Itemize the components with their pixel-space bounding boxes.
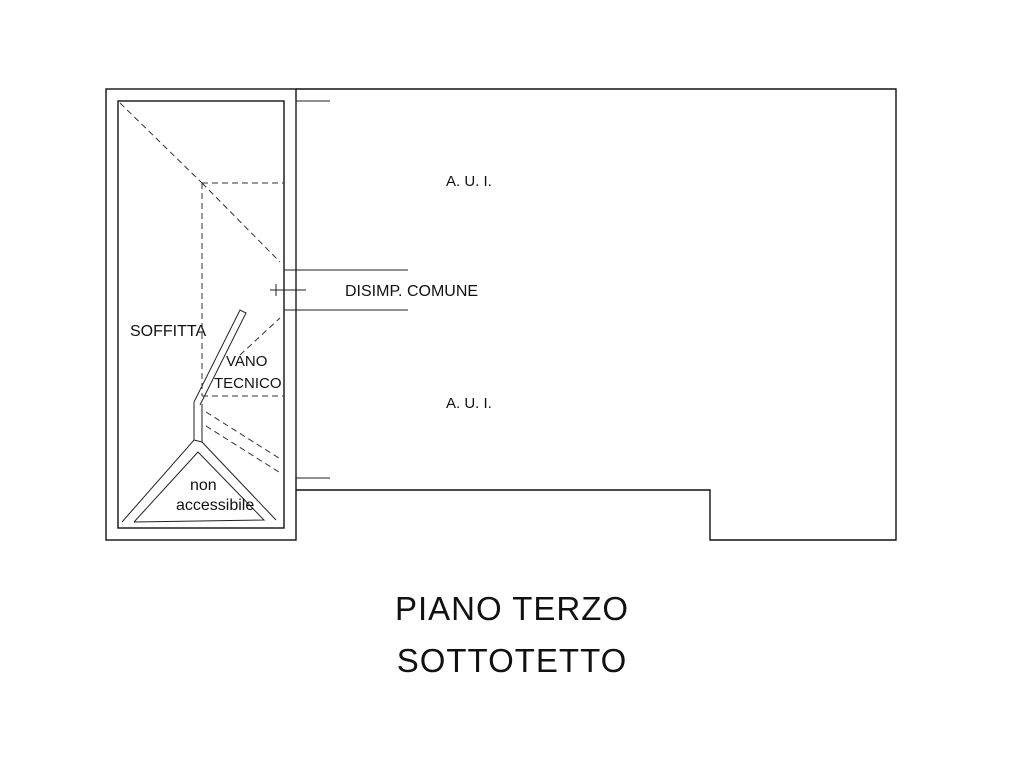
- roof-dashed-lines: [119, 102, 284, 475]
- technical-room-walls: [121, 309, 277, 523]
- outer-outline: [296, 88, 897, 541]
- roof-hip-3: [239, 317, 281, 356]
- roof-hip-1: [119, 102, 203, 184]
- non-accessibile-label-1: non: [190, 477, 217, 494]
- floor-subtitle: SOTTOTETTO: [396, 642, 628, 679]
- soffitta-label: SOFFITTA: [130, 323, 206, 340]
- floor-title: PIANO TERZO: [394, 590, 630, 627]
- disimp-comune-label: DISIMP. COMUNE: [345, 283, 478, 300]
- inaccessible-outer-triangle: [121, 439, 277, 523]
- common-corridor: [270, 269, 408, 311]
- roof-slope-2: [205, 425, 283, 475]
- tech-room-diagonal-wall: [193, 309, 247, 406]
- aui-label-top: A. U. I.: [446, 173, 492, 190]
- vano-tecnico-label-2: TECNICO: [214, 375, 282, 392]
- non-accessibile-label-2: accessibile: [176, 497, 254, 514]
- attic-outer-wall: [105, 88, 297, 541]
- roof-slope-1: [205, 411, 283, 461]
- roof-hip-2: [201, 182, 281, 263]
- inaccessible-inner-triangle: [133, 451, 266, 523]
- attic-inner-wall: [117, 100, 285, 529]
- aui-label-bottom: A. U. I.: [446, 395, 492, 412]
- vano-tecnico-label-1: VANO: [226, 353, 267, 370]
- main-building-outline: [295, 88, 897, 541]
- attic-walls: [105, 88, 297, 541]
